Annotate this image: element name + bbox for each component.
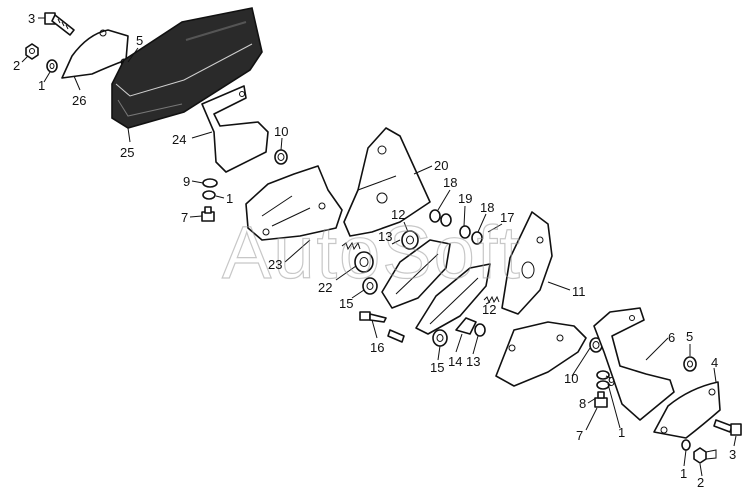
callout-8: 8 — [579, 396, 586, 411]
callout-labels: 3 5 2 1 26 25 24 10 9 1 7 20 18 19 18 17… — [13, 11, 736, 490]
bolt-7-left — [201, 206, 215, 222]
callout-7-right: 7 — [576, 428, 583, 443]
spring-13-upper — [341, 241, 361, 251]
callout-22: 22 — [318, 280, 332, 295]
bolt-3-right — [713, 419, 742, 436]
pin-16-b — [387, 329, 405, 343]
callout-25: 25 — [120, 145, 134, 160]
callout-23: 23 — [268, 257, 282, 272]
washer-18-b — [440, 213, 452, 227]
callout-6: 6 — [668, 330, 675, 345]
nut-2-right — [693, 447, 717, 464]
bracket-24 — [201, 85, 269, 173]
callout-5-right: 5 — [686, 329, 693, 344]
washer-5-right — [683, 356, 697, 372]
lever-14 — [455, 317, 477, 335]
callout-24: 24 — [172, 132, 186, 147]
callout-14: 14 — [448, 354, 462, 369]
washer-1-top-left — [46, 59, 58, 73]
bushing-12-upper — [401, 230, 419, 250]
washer-9-left — [202, 178, 218, 188]
washer-13-lower — [474, 323, 486, 337]
cover-plate-4 — [653, 381, 721, 439]
callout-19: 19 — [458, 191, 472, 206]
watermark: AutoSoft — [222, 211, 522, 294]
bracket-6 — [593, 307, 675, 421]
callout-13-lower: 13 — [466, 354, 480, 369]
roller-15-lower — [432, 329, 448, 347]
callout-1-right-mid: 1 — [618, 425, 625, 440]
nut-2-top-left — [25, 43, 39, 60]
callout-2-top-left: 2 — [13, 58, 20, 73]
callout-16: 16 — [370, 340, 384, 355]
callout-3-top-left: 3 — [28, 11, 35, 26]
casing-25 — [111, 7, 263, 129]
callout-18-b: 18 — [480, 200, 494, 215]
callout-1-top-left: 1 — [38, 78, 45, 93]
callout-2-right: 2 — [697, 475, 704, 490]
callout-9-left: 9 — [183, 174, 190, 189]
callout-12-lower: 12 — [482, 302, 496, 317]
washer-9-right — [596, 370, 610, 380]
plate-middle-front — [381, 239, 451, 309]
callout-15-upper: 15 — [339, 296, 353, 311]
bolt-7-right — [594, 391, 608, 408]
callout-15-lower: 15 — [430, 360, 444, 375]
plate-middle-rear — [415, 263, 491, 335]
callout-1-right-bottom: 1 — [680, 466, 687, 481]
washer-18-a — [429, 209, 441, 223]
callout-10-left: 10 — [274, 124, 288, 139]
callout-18-a: 18 — [443, 175, 457, 190]
callout-9-right: 9 — [608, 374, 615, 389]
callout-3-right: 3 — [729, 447, 736, 462]
washer-18-c — [471, 231, 483, 245]
callout-20: 20 — [434, 158, 448, 173]
bracket-11 — [501, 211, 553, 315]
roller-22 — [354, 251, 374, 273]
callout-7-left: 7 — [181, 210, 188, 225]
roller-15-upper — [362, 277, 378, 295]
washer-19 — [459, 225, 471, 239]
callout-4: 4 — [711, 355, 718, 370]
pin-16 — [359, 311, 387, 323]
washer-1-right — [681, 439, 691, 451]
washer-1-left — [202, 190, 216, 200]
callout-10-right: 10 — [564, 371, 578, 386]
callout-12-upper: 12 — [391, 207, 405, 222]
plate-23 — [245, 165, 343, 241]
callout-5-top: 5 — [136, 33, 143, 48]
bracket-20 — [343, 127, 431, 237]
plate-10-lower — [495, 321, 587, 387]
callout-26: 26 — [72, 93, 86, 108]
callout-17: 17 — [500, 210, 514, 225]
spacer-10-left — [274, 149, 288, 165]
callout-11: 11 — [572, 284, 586, 299]
leader-lines — [21, 17, 737, 477]
washer-8-right — [596, 380, 610, 390]
bolt-3-top-left — [44, 12, 75, 36]
callout-1-left: 1 — [226, 191, 233, 206]
spring-12-lower — [483, 295, 500, 304]
callout-13-upper: 13 — [378, 229, 392, 244]
